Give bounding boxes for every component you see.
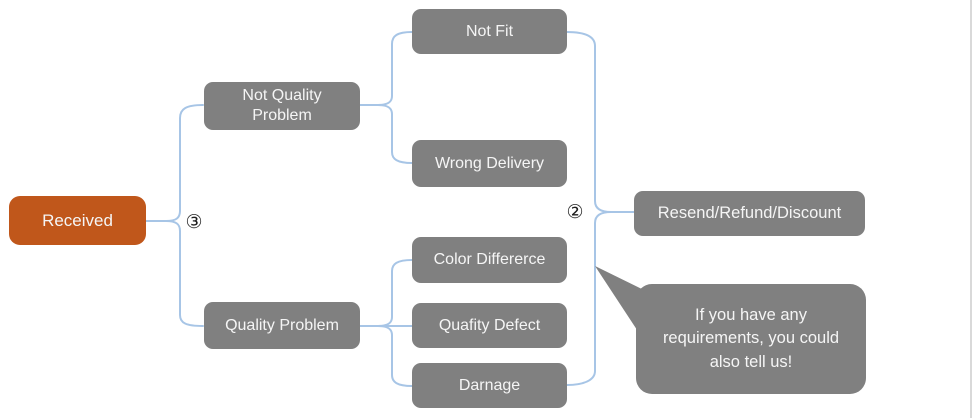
brace-quality-children	[377, 259, 413, 387]
node-wrong-delivery: Wrong Delivery	[412, 140, 567, 187]
callout-requirements-bubble: If you have any requirements, you could …	[636, 284, 866, 394]
brace-received-children	[165, 104, 204, 327]
node-received: Received	[9, 196, 146, 245]
node-darnage: Darnage	[412, 363, 567, 408]
node-quafity-defect: Quafity Defect	[412, 303, 567, 348]
node-not-quality-problem: Not Quality Problem	[204, 82, 360, 130]
node-resend-refund-discount: Resend/Refund/Discount	[634, 191, 865, 236]
node-not-fit: Not Fit	[412, 9, 567, 54]
marker-circled-2: ②	[566, 201, 584, 223]
marker-circled-3: ③	[185, 211, 203, 233]
node-quality-problem: Quality Problem	[204, 302, 360, 349]
brace-notquality-children	[377, 31, 413, 164]
node-color-differerce: Color Differerce	[412, 237, 567, 283]
